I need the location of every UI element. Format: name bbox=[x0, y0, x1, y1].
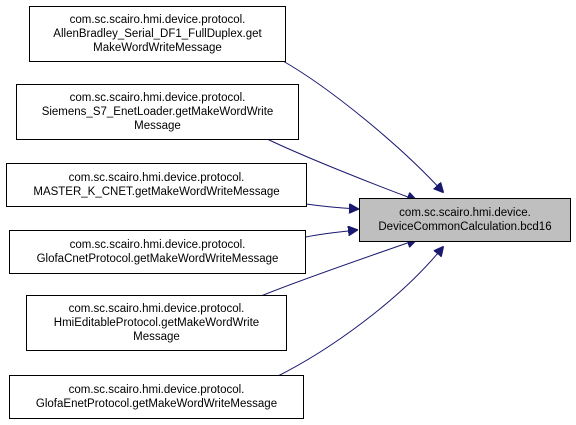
node-line: DeviceCommonCalculation.bcd16 bbox=[378, 221, 552, 233]
edge-n1-to-target bbox=[282, 60, 443, 192]
target-node-bcd16: com.sc.scairo.hmi.device. DeviceCommonCa… bbox=[359, 198, 571, 242]
node-line: com.sc.scairo.hmi.device.protocol. bbox=[69, 92, 246, 104]
caller-node-glofa-enet-protocol[interactable]: com.sc.scairo.hmi.device.protocol. Glofa… bbox=[9, 375, 304, 419]
caller-node-allenbradley-serial-df1[interactable]: com.sc.scairo.hmi.device.protocol. Allen… bbox=[29, 6, 286, 62]
node-line: com.sc.scairo.hmi.device.protocol. bbox=[69, 14, 246, 26]
caller-node-siemens-s7-enetloader[interactable]: com.sc.scairo.hmi.device.protocol. Sieme… bbox=[16, 84, 299, 140]
caller-node-hmi-editable-protocol[interactable]: com.sc.scairo.hmi.device.protocol. HmiEd… bbox=[26, 295, 287, 351]
node-line: com.sc.scairo.hmi.device.protocol. bbox=[69, 239, 246, 251]
node-line: GlofaEnetProtocol.getMakeWordWriteMessag… bbox=[35, 398, 278, 410]
edge-n4-to-target bbox=[305, 230, 357, 238]
node-line: AllenBradley_Serial_DF1_FullDuplex.get bbox=[53, 28, 262, 40]
caller-node-glofa-cnet-protocol[interactable]: com.sc.scairo.hmi.device.protocol. Glofa… bbox=[9, 230, 306, 274]
edge-n3-to-target bbox=[305, 203, 358, 209]
caller-node-master-k-cnet[interactable]: com.sc.scairo.hmi.device.protocol. MASTE… bbox=[6, 163, 307, 207]
node-line: com.sc.scairo.hmi.device.protocol. bbox=[68, 172, 245, 184]
node-line: Siemens_S7_EnetLoader.getMakeWordWrite bbox=[41, 106, 274, 118]
node-line: HmiEditableProtocol.getMakeWordWrite bbox=[53, 317, 260, 329]
edge-n2-to-target bbox=[264, 137, 416, 200]
node-line: Message bbox=[133, 331, 180, 343]
edge-n5-to-target bbox=[260, 240, 416, 297]
node-line: com.sc.scairo.hmi.device.protocol. bbox=[68, 303, 245, 315]
node-line: com.sc.scairo.hmi.device.protocol. bbox=[68, 384, 245, 396]
edge-n6-to-target bbox=[275, 247, 443, 378]
node-line: GlofaCnetProtocol.getMakeWordWriteMessag… bbox=[36, 253, 279, 265]
node-line: MASTER_K_CNET.getMakeWordWriteMessage bbox=[33, 186, 280, 198]
node-line: Message bbox=[134, 120, 181, 132]
node-line: com.sc.scairo.hmi.device. bbox=[399, 207, 531, 219]
node-line: MakeWordWriteMessage bbox=[93, 42, 222, 54]
